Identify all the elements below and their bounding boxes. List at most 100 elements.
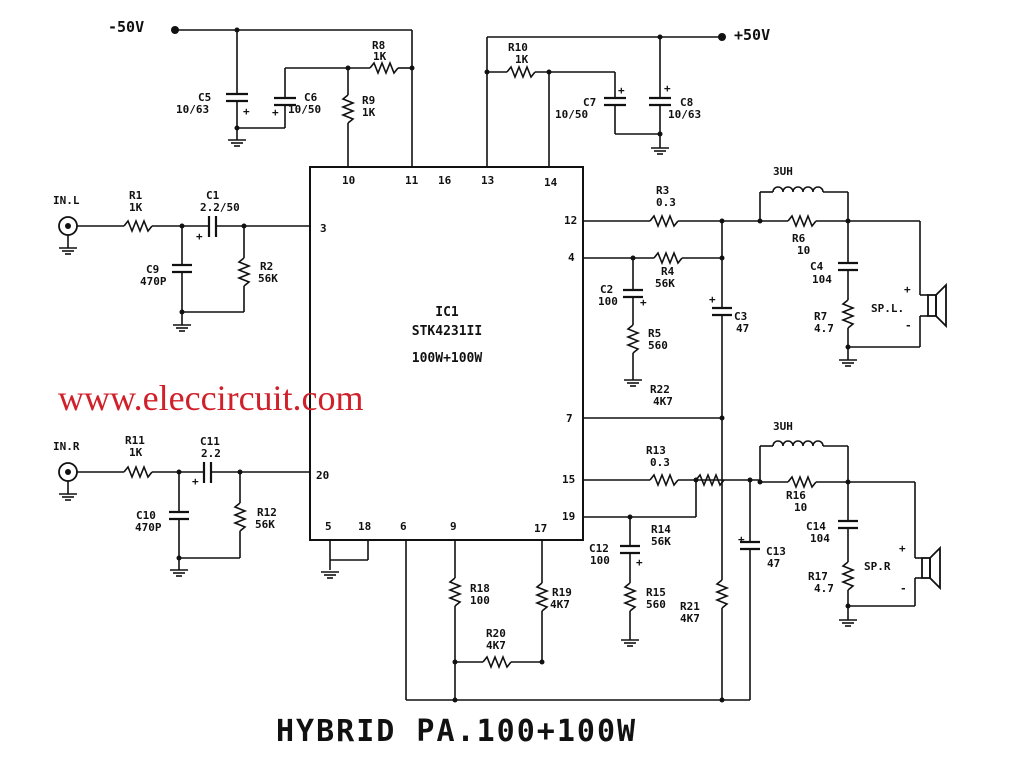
svg-text:+: + bbox=[636, 556, 643, 569]
r16-value: 10 bbox=[794, 501, 807, 514]
r5-value: 560 bbox=[648, 339, 668, 352]
c13-ref: C13 bbox=[766, 545, 786, 558]
pin-19: 19 bbox=[562, 510, 575, 523]
pin-6: 6 bbox=[400, 520, 407, 533]
schematic-title: HYBRID PA.100+100W bbox=[276, 714, 637, 749]
l2-value: 3UH bbox=[773, 420, 793, 433]
r15-value: 560 bbox=[646, 598, 666, 611]
pin-5: 5 bbox=[325, 520, 332, 533]
r8-value: 1K bbox=[373, 50, 387, 63]
svg-text:+: + bbox=[196, 230, 203, 243]
pin-9: 9 bbox=[450, 520, 457, 533]
left-speaker-plus: + bbox=[904, 283, 911, 296]
svg-text:+: + bbox=[738, 533, 745, 546]
c13-value: 47 bbox=[767, 557, 780, 570]
c7-value: 10/50 bbox=[555, 108, 588, 121]
negative-rail-label: -50V bbox=[108, 18, 144, 36]
positive-rail-label: +50V bbox=[734, 26, 770, 44]
c6-ref: C6 bbox=[304, 91, 318, 104]
svg-text:+: + bbox=[640, 296, 647, 309]
c10-ref: C10 bbox=[136, 509, 156, 522]
c9-value: 470P bbox=[140, 275, 167, 288]
pin-12: 12 bbox=[564, 214, 577, 227]
c14-ref: C14 bbox=[806, 520, 826, 533]
svg-text:+: + bbox=[709, 293, 716, 306]
c10-value: 470P bbox=[135, 521, 162, 534]
left-speaker-label: SP.L. bbox=[871, 302, 904, 315]
r14-value: 56K bbox=[651, 535, 671, 548]
r22-value: 4K7 bbox=[653, 395, 673, 408]
ic-power: 100W+100W bbox=[412, 351, 483, 366]
r12-value: 56K bbox=[255, 518, 275, 531]
r4-ref: R4 bbox=[661, 265, 675, 278]
c2-ref: C2 bbox=[600, 283, 613, 296]
right-speaker-label: SP.R bbox=[864, 560, 891, 573]
c5-ref: C5 bbox=[198, 91, 211, 104]
r6-ref: R6 bbox=[792, 232, 806, 245]
r9-value: 1K bbox=[362, 106, 376, 119]
r6-value: 10 bbox=[797, 244, 810, 257]
r16-ref: R16 bbox=[786, 489, 806, 502]
r11-value: 1K bbox=[129, 446, 143, 459]
r21-value: 4K7 bbox=[680, 612, 700, 625]
right-speaker-plus: + bbox=[899, 542, 906, 555]
c4-value: 104 bbox=[812, 273, 832, 286]
r10-ref: R10 bbox=[508, 41, 528, 54]
ic-part: STK4231II bbox=[412, 324, 482, 339]
left-speaker bbox=[927, 294, 937, 317]
r1-value: 1K bbox=[129, 201, 143, 214]
r4-value: 56K bbox=[655, 277, 675, 290]
r12-ref: R12 bbox=[257, 506, 277, 519]
left-speaker-minus: - bbox=[905, 319, 912, 332]
ic-name: IC1 bbox=[435, 305, 459, 320]
c11-value: 2.2 bbox=[201, 447, 221, 460]
r9-ref: R9 bbox=[362, 94, 375, 107]
c6-value: 10/50 bbox=[288, 103, 321, 116]
c8-value: 10/63 bbox=[668, 108, 701, 121]
right-speaker-minus: - bbox=[900, 582, 907, 595]
pin-7: 7 bbox=[566, 412, 573, 425]
c4-ref: C4 bbox=[810, 260, 824, 273]
c3-value: 47 bbox=[736, 322, 749, 335]
left-input-label: IN.L bbox=[53, 194, 80, 207]
c3-ref: C3 bbox=[734, 310, 747, 323]
pin-15: 15 bbox=[562, 473, 575, 486]
pin-20: 20 bbox=[316, 469, 329, 482]
c14-value: 104 bbox=[810, 532, 830, 545]
r13-ref: R13 bbox=[646, 444, 666, 457]
svg-text:+: + bbox=[192, 475, 199, 488]
r18-ref: R18 bbox=[470, 582, 490, 595]
svg-text:+: + bbox=[618, 84, 625, 97]
right-input-label: IN.R bbox=[53, 440, 80, 453]
svg-text:+: + bbox=[243, 105, 250, 118]
r20-ref: R20 bbox=[486, 627, 506, 640]
r14-ref: R14 bbox=[651, 523, 671, 536]
svg-text:+: + bbox=[664, 82, 671, 95]
pin-10: 10 bbox=[342, 174, 355, 187]
r11-ref: R11 bbox=[125, 434, 145, 447]
r3-ref: R3 bbox=[656, 184, 669, 197]
r22-ref: R22 bbox=[650, 383, 670, 396]
r19-ref: R19 bbox=[552, 586, 572, 599]
c1-ref: C1 bbox=[206, 189, 220, 202]
r1-ref: R1 bbox=[129, 189, 143, 202]
r7-ref: R7 bbox=[814, 310, 827, 323]
r18-value: 100 bbox=[470, 594, 490, 607]
r8-ref: R8 bbox=[372, 39, 385, 52]
r15-ref: R15 bbox=[646, 586, 666, 599]
l1-value: 3UH bbox=[773, 165, 793, 178]
c2-value: 100 bbox=[598, 295, 618, 308]
r21-ref: R21 bbox=[680, 600, 700, 613]
c8-ref: C8 bbox=[680, 96, 693, 109]
c12-ref: C12 bbox=[589, 542, 609, 555]
r19-value: 4K7 bbox=[550, 598, 570, 611]
r7-value: 4.7 bbox=[814, 322, 834, 335]
pin-13: 13 bbox=[481, 174, 494, 187]
r10-value: 1K bbox=[515, 53, 529, 66]
r5-ref: R5 bbox=[648, 327, 661, 340]
c5-value: 10/63 bbox=[176, 103, 209, 116]
pin-18: 18 bbox=[358, 520, 371, 533]
r2-ref: R2 bbox=[260, 260, 273, 273]
pin-11: 11 bbox=[405, 174, 419, 187]
